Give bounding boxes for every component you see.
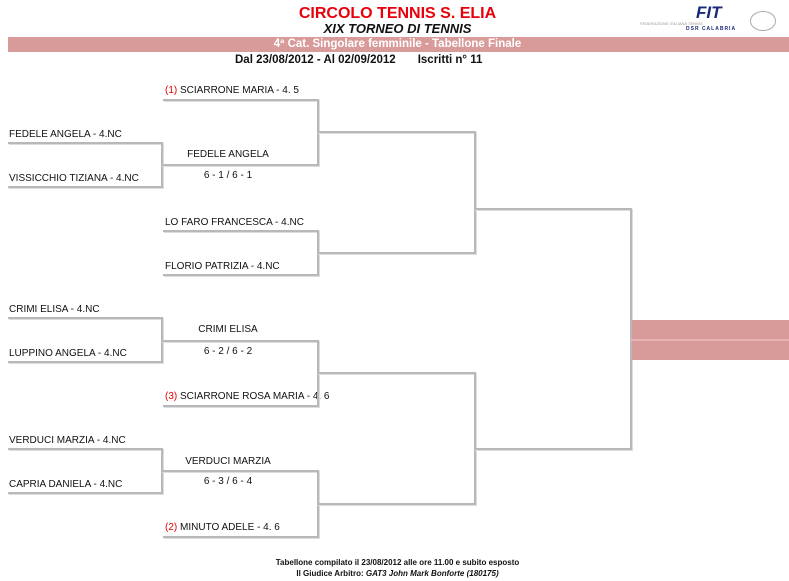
bracket-line (474, 131, 476, 254)
match-winner: VERDUCI MARZIA (185, 456, 271, 467)
bracket-line (8, 361, 163, 363)
player-r1: FEDELE ANGELA - 4.NC (9, 129, 122, 140)
match-winner: CRIMI ELISA (198, 324, 258, 335)
bracket-line (317, 252, 475, 254)
bracket-line (630, 208, 632, 450)
match-score: 6 - 3 / 6 - 4 (203, 476, 253, 487)
bracket-line (317, 131, 475, 133)
club-title: CIRCOLO TENNIS S. ELIA (298, 5, 497, 22)
logo-name: FIT (696, 3, 722, 22)
bracket-line (163, 405, 319, 407)
tournament-title: XIX TORNEO DI TENNIS (323, 21, 472, 36)
player-r2: FLORIO PATRIZIA - 4.NC (165, 261, 280, 272)
bracket-line (163, 274, 319, 276)
category-band (8, 37, 789, 52)
logo-line2: DSR CALABRIA (686, 26, 737, 32)
footer-compiled: Tabellone compilato il 23/08/2012 alle o… (275, 558, 520, 567)
match-score: 6 - 1 / 6 - 1 (203, 170, 253, 181)
bracket-line (161, 470, 319, 472)
player-r2: (1) SCIARRONE MARIA - 4. 5 (165, 85, 299, 96)
bracket-line (163, 536, 319, 538)
bracket-line (161, 340, 319, 342)
player-r1: CRIMI ELISA - 4.NC (9, 304, 100, 315)
seed: (2) (165, 522, 178, 533)
bracket-line (163, 99, 319, 101)
bracket-line (317, 503, 475, 505)
bracket-line (630, 339, 789, 341)
bracket-line (161, 164, 319, 166)
player-name: MINUTO ADELE - 4. 6 (180, 522, 280, 533)
dates: Dal 23/08/2012 - Al 02/09/2012 (235, 54, 396, 66)
bracket-line (317, 372, 475, 374)
entrants: Iscritti n° 11 (417, 54, 483, 66)
player-r1: LUPPINO ANGELA - 4.NC (9, 348, 127, 359)
player-name: SCIARRONE MARIA - 4. 5 (180, 85, 299, 96)
bracket-line (8, 448, 163, 450)
dates-line: Dal 23/08/2012 - Al 02/09/2012 Iscritti n… (235, 54, 482, 66)
bracket-line (163, 230, 319, 232)
player-name: SCIARRONE ROSA MARIA - 4. 6 (180, 391, 330, 402)
player-r1: CAPRIA DANIELA - 4.NC (9, 479, 123, 490)
logo-line1: FEDERAZIONE ITALIANA TENNIS (640, 21, 703, 26)
seed: (1) (165, 85, 178, 96)
bracket-line (8, 317, 163, 319)
bracket-line (474, 448, 632, 450)
player-r2: (3) SCIARRONE ROSA MARIA - 4. 6 (165, 391, 330, 402)
bracket-line (8, 492, 163, 494)
bracket-line (474, 372, 476, 505)
ball-swoosh-icon (750, 11, 776, 31)
bracket-line (474, 208, 632, 210)
player-r1: VISSICCHIO TIZIANA - 4.NC (9, 173, 139, 184)
referee-label: Il Giudice Arbitro: (296, 569, 366, 578)
category-title: 4ª Cat. Singolare femminile - Tabellone … (273, 38, 522, 50)
player-r2: (2) MINUTO ADELE - 4. 6 (165, 522, 280, 533)
match-score: 6 - 2 / 6 - 2 (203, 346, 253, 357)
player-r1: VERDUCI MARZIA - 4.NC (9, 435, 126, 446)
footer-referee: Il Giudice Arbitro: GAT3 John Mark Bonfo… (0, 569, 789, 578)
bracket-line (8, 142, 163, 144)
fit-logo: FIT FEDERAZIONE ITALIANA TENNIS DSR CALA… (640, 3, 780, 35)
bracket-line (8, 186, 163, 188)
seed: (3) (165, 391, 178, 402)
player-r2: LO FARO FRANCESCA - 4.NC (165, 217, 304, 228)
referee-name: GAT3 John Mark Bonforte (180175) (365, 569, 499, 578)
match-winner: FEDELE ANGELA (187, 149, 269, 160)
